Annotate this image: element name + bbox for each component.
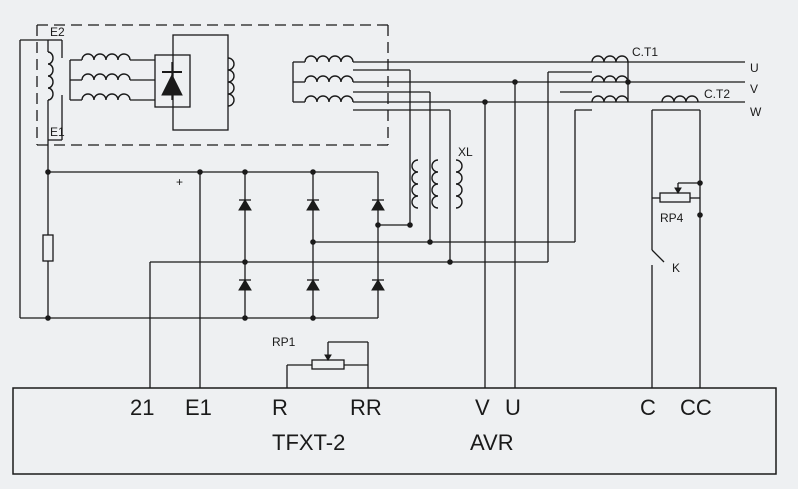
current-transformer-ct2 xyxy=(651,95,701,250)
terminal-cc: CC xyxy=(680,395,712,420)
label-xl: XL xyxy=(458,145,473,159)
junctions xyxy=(45,79,703,321)
terminal-u: U xyxy=(505,395,521,420)
main-field-coil xyxy=(47,39,63,141)
terminal-v: V xyxy=(475,395,490,420)
avr-model: TFXT-2 xyxy=(272,430,345,455)
rectifier-bridge xyxy=(19,39,575,388)
exciter-windings xyxy=(69,53,155,101)
label-e1: E1 xyxy=(50,125,65,139)
label-ct1: C.T1 xyxy=(632,45,658,59)
terminal-r: R xyxy=(272,395,288,420)
terminal-e1: E1 xyxy=(185,395,212,420)
generator-enclosure xyxy=(36,24,389,146)
reactor-xl xyxy=(411,159,463,209)
current-transformer-ct1 xyxy=(547,55,629,262)
terminal-21: 21 xyxy=(130,395,154,420)
avr-box: 21 E1 R RR V U C CC TFXT-2 AVR xyxy=(12,387,777,475)
rotating-rectifier xyxy=(154,34,235,131)
label-rp1: RP1 xyxy=(272,335,296,349)
label-phase-v: V xyxy=(750,82,758,96)
label-phase-w: W xyxy=(750,105,762,119)
terminal-c: C xyxy=(640,395,656,420)
terminal-rr: RR xyxy=(350,395,382,420)
stator-windings xyxy=(292,55,354,103)
label-rp4: RP4 xyxy=(660,211,684,225)
label-k: K xyxy=(672,261,680,275)
sensing-leads xyxy=(484,82,516,388)
label-phase-u: U xyxy=(750,61,759,75)
label-ct2: C.T2 xyxy=(704,87,730,101)
avr-name: AVR xyxy=(470,430,514,455)
label-e2: E2 xyxy=(50,25,65,39)
rp1-potentiometer xyxy=(286,341,369,388)
label-plus: + xyxy=(176,175,183,189)
output-lines xyxy=(353,61,745,262)
k-switch xyxy=(651,249,665,388)
